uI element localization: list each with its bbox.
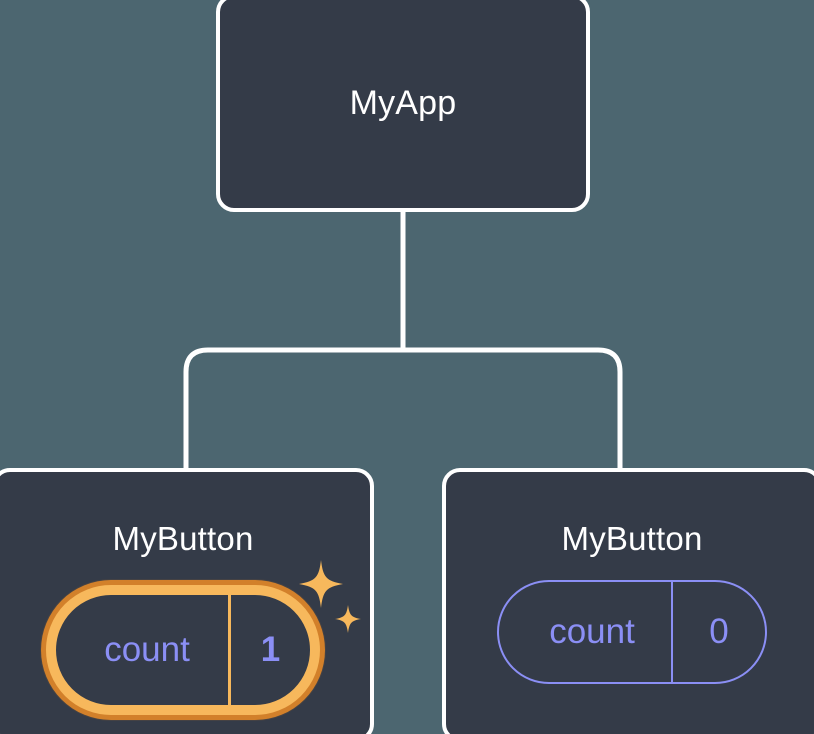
node-myapp-title: MyApp [349, 83, 457, 122]
node-mybutton-1-title: MyButton [112, 520, 254, 557]
connector-branch-bar [183, 347, 623, 470]
state-pill-1-value: 1 [228, 595, 310, 705]
state-pill-1[interactable]: count 1 [46, 585, 320, 715]
node-myapp[interactable]: MyApp [216, 0, 590, 212]
node-mybutton-2-title: MyButton [561, 520, 703, 557]
node-mybutton-2[interactable]: MyButton count 0 [442, 468, 814, 734]
state-pill-1-key: count [104, 630, 190, 669]
state-pill-wrap-1: count 1 [41, 560, 361, 720]
state-pill-wrap-2: count 0 [497, 580, 767, 684]
node-mybutton-1[interactable]: MyButton count 1 [0, 468, 374, 734]
state-pill-2-key: count [549, 612, 635, 651]
state-pill-2[interactable]: count 0 [497, 580, 767, 684]
state-pill-highlight-ring: count 1 [41, 580, 325, 720]
sparkle-small-icon [335, 605, 361, 633]
state-pill-2-value: 0 [671, 582, 765, 682]
